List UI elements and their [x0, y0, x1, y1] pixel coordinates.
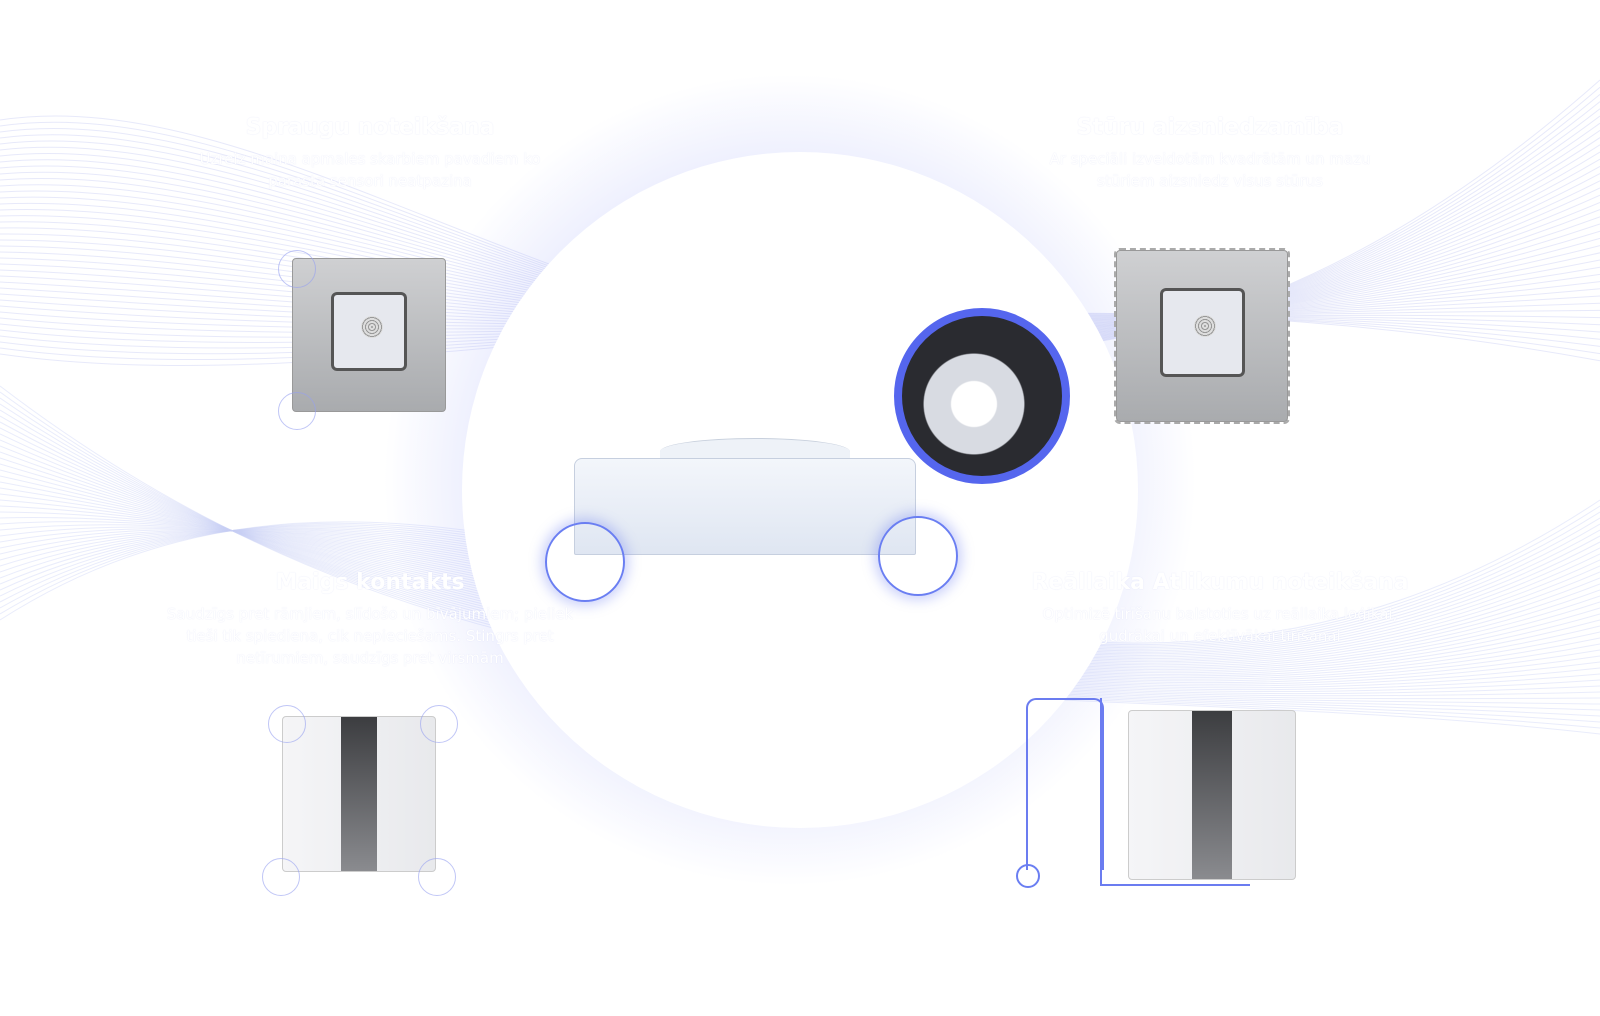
feature-gap-detection: Spraugu noteikšana Uzreiz maina apmales …	[180, 115, 560, 192]
feature-text: Uzreiz maina apmales skarbiem pavadiem k…	[199, 150, 541, 190]
path-end-marker	[1016, 864, 1040, 888]
feature-text: Optimizē tīrīšanu balstoties uz reāllaik…	[1042, 605, 1398, 645]
robot-front-image-left	[282, 716, 436, 872]
feature-title: Reāllaika Atlikumu noteikšana	[1031, 570, 1409, 595]
robot-top-image-right	[1114, 248, 1290, 424]
feature-text: Ar speciāli izveidotām kvadrātām un mazu…	[1049, 150, 1371, 190]
feature-title: Spraugu noteikšana	[245, 115, 495, 140]
wheel-highlight-right	[878, 516, 958, 596]
feature-title: Stūru aizsniedzamība	[1076, 115, 1344, 140]
feature-title: Maigs kontakts	[275, 570, 465, 595]
robot-top-image-left	[292, 258, 446, 412]
feature-soft-contact: Maigs kontakts Saudzīgs pret rāmjiem, sl…	[160, 570, 580, 669]
robot-side-view	[574, 458, 916, 555]
detail-zoom-bubble	[894, 308, 1070, 484]
feature-realtime-detection: Reāllaika Atlikumu noteikšana Optimizē t…	[1020, 570, 1420, 647]
feature-corner-reach: Stūru aizsniedzamība Ar speciāli izveido…	[1020, 115, 1400, 192]
feature-text: Saudzīgs pret rāmjiem, slīdošo un bīvāju…	[166, 605, 574, 667]
robot-front-image-right	[1128, 710, 1296, 880]
path-line	[1026, 698, 1104, 870]
wheel-highlight-left	[545, 522, 625, 602]
